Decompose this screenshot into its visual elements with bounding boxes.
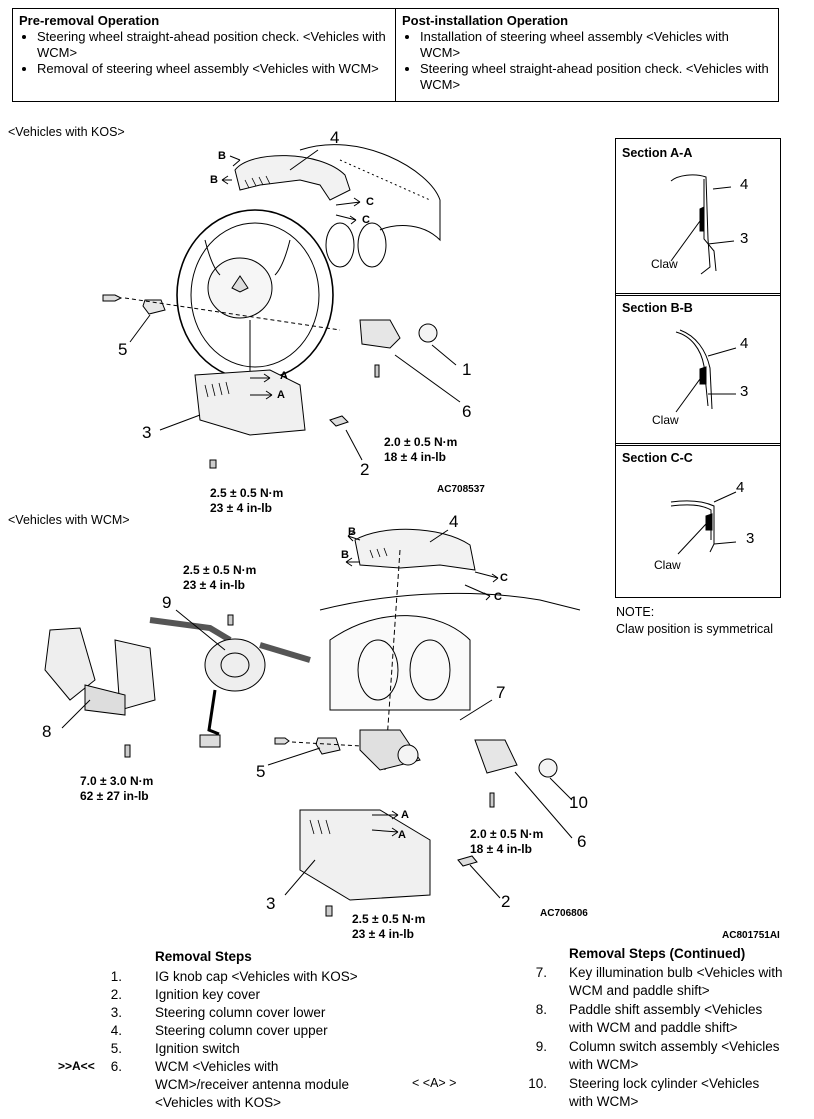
section-a-part-4: 4 bbox=[740, 176, 749, 193]
section-b-claw-label: Claw bbox=[652, 413, 679, 427]
section-b-part-3: 3 bbox=[740, 383, 749, 400]
removal-steps-title: Removal Steps bbox=[155, 949, 252, 964]
wcm-torque-3: 2.0 ± 0.5 N·m 18 ± 4 in-lb bbox=[470, 827, 544, 856]
kos-callout-2: 2 bbox=[360, 460, 370, 479]
post-installation-item: Installation of steering wheel assembly … bbox=[420, 29, 772, 61]
step-10-mark: < <A> > bbox=[412, 1076, 457, 1090]
overall-figure-id: AC801751AI bbox=[722, 930, 780, 941]
kos-callout-1: 1 bbox=[462, 360, 472, 379]
wcm-callout-2: 2 bbox=[501, 892, 511, 911]
kos-arrow-b: B bbox=[210, 174, 218, 186]
post-installation-title: Post-installation Operation bbox=[402, 13, 569, 28]
section-title: Section A-A bbox=[622, 146, 693, 160]
note: NOTE: Claw position is symmetrical bbox=[616, 604, 773, 638]
kos-arrow-a: A bbox=[280, 370, 288, 382]
section-b-b: Section B-B 4 3 Claw bbox=[615, 293, 781, 446]
section-a-part-3: 3 bbox=[740, 230, 749, 247]
wcm-torque-4: 2.5 ± 0.5 N·m 23 ± 4 in-lb bbox=[352, 912, 426, 941]
wcm-callout-6: 6 bbox=[577, 832, 587, 851]
section-a-a: Section A-A 4 3 Claw bbox=[615, 138, 781, 296]
kos-callout-5: 5 bbox=[118, 340, 128, 359]
pre-removal-column: Pre-removal Operation Steering wheel str… bbox=[13, 9, 395, 101]
pre-removal-item: Removal of steering wheel assembly <Vehi… bbox=[37, 61, 389, 77]
kos-torque-2: 2.5 ± 0.5 N·m 23 ± 4 in-lb bbox=[210, 486, 284, 515]
wcm-callout-4: 4 bbox=[449, 512, 459, 531]
wcm-callout-3: 3 bbox=[266, 894, 276, 913]
pre-removal-item: Steering wheel straight-ahead position c… bbox=[37, 29, 389, 61]
wcm-arrow-c: C bbox=[500, 572, 508, 584]
operations-table: Pre-removal Operation Steering wheel str… bbox=[12, 8, 779, 102]
wcm-callout-7: 7 bbox=[496, 683, 506, 702]
wcm-arrow-b: B bbox=[348, 526, 356, 538]
wcm-callout-8: 8 bbox=[42, 722, 52, 741]
wcm-arrow-a: A bbox=[401, 809, 409, 821]
post-installation-column: Post-installation Operation Installation… bbox=[395, 9, 778, 101]
wcm-arrow-a: A bbox=[398, 829, 406, 841]
kos-figure-id: AC708537 bbox=[437, 484, 485, 495]
kos-arrow-b: B bbox=[218, 150, 226, 162]
kos-caption: <Vehicles with KOS> bbox=[8, 125, 125, 139]
section-c-part-3: 3 bbox=[746, 530, 755, 547]
wcm-arrow-b: B bbox=[341, 549, 349, 561]
kos-arrow-a: A bbox=[277, 389, 285, 401]
wcm-callout-5: 5 bbox=[256, 762, 266, 781]
kos-callout-3: 3 bbox=[142, 423, 152, 442]
section-title: Section C-C bbox=[622, 451, 693, 465]
wcm-callout-10: 10 bbox=[569, 793, 588, 812]
removal-steps-continued-title: Removal Steps (Continued) bbox=[569, 946, 746, 961]
wcm-torque-1: 2.5 ± 0.5 N·m 23 ± 4 in-lb bbox=[183, 563, 257, 592]
kos-torque-1: 2.0 ± 0.5 N·m 18 ± 4 in-lb bbox=[384, 435, 458, 464]
wcm-callout-9: 9 bbox=[162, 593, 172, 612]
wcm-caption: <Vehicles with WCM> bbox=[8, 513, 130, 527]
step-6-mark: >>A<< bbox=[58, 1059, 95, 1073]
section-b-part-4: 4 bbox=[740, 335, 749, 352]
kos-arrow-c: C bbox=[362, 214, 370, 226]
section-a-claw-label: Claw bbox=[651, 257, 678, 271]
wcm-exploded-diagram bbox=[44, 528, 581, 917]
wcm-torque-2: 7.0 ± 3.0 N·m 62 ± 27 in-lb bbox=[80, 774, 154, 803]
wcm-figure-id: AC706806 bbox=[540, 908, 588, 919]
section-title: Section B-B bbox=[622, 301, 693, 315]
note-label: NOTE: bbox=[616, 605, 655, 619]
section-c-c: Section C-C 4 3 Claw bbox=[615, 443, 781, 598]
kos-arrow-c: C bbox=[366, 196, 374, 208]
note-text: Claw position is symmetrical bbox=[616, 622, 773, 636]
kos-exploded-diagram bbox=[102, 144, 461, 469]
post-installation-item: Steering wheel straight-ahead position c… bbox=[420, 61, 772, 93]
section-c-part-4: 4 bbox=[736, 479, 745, 496]
section-c-claw-label: Claw bbox=[654, 558, 681, 572]
kos-callout-6: 6 bbox=[462, 402, 472, 421]
pre-removal-title: Pre-removal Operation bbox=[19, 13, 160, 28]
kos-callout-4: 4 bbox=[330, 128, 340, 147]
wcm-arrow-c: C bbox=[494, 591, 502, 603]
